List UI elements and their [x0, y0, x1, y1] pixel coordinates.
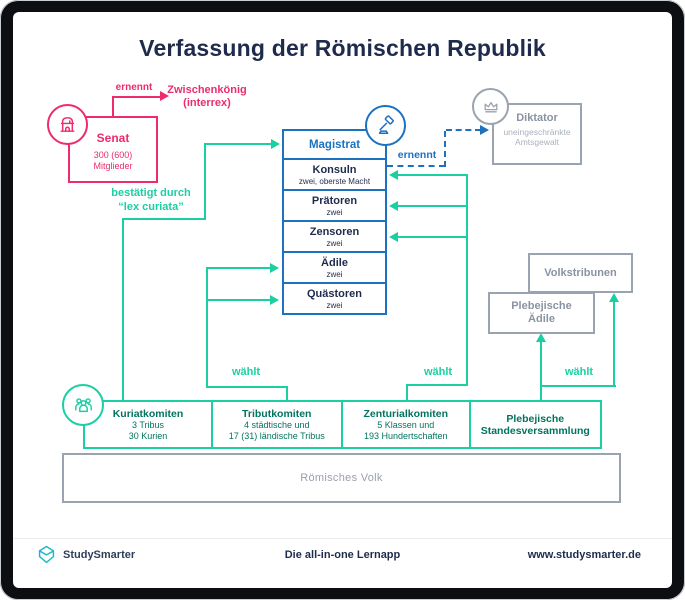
zwischenkoenig-line2: (interrex)	[183, 96, 231, 109]
arrowhead-konsuln	[389, 169, 398, 180]
page-title: Verfassung der Römischen Republik	[139, 35, 546, 61]
connector-tribut	[206, 386, 288, 388]
magistrat-box: Magistrat Konsuln zwei, oberste Macht Pr…	[282, 129, 387, 315]
footer-divider	[13, 538, 672, 539]
magistrat-row-konsuln: Konsuln zwei, oberste Macht	[284, 158, 385, 189]
zwischenkoenig-line1: Zwischenkönig	[167, 84, 247, 96]
arrowhead-aedile	[270, 262, 279, 273]
plebejische-standesversammlung-box: Plebejische Standesversammlung	[468, 400, 602, 449]
connector-kuriat-magistrat	[204, 143, 206, 220]
kuriatkomiten-box: Kuriatkomiten 3 Tribus 30 Kurien	[83, 400, 213, 449]
connector-magistrat-diktator	[446, 129, 481, 131]
connector-senat-interrex	[112, 97, 114, 116]
arrowhead-interrex	[160, 91, 169, 101]
magistrat-row-praetoren: Prätoren zwei	[284, 189, 385, 220]
brand-name: StudySmarter	[63, 548, 136, 561]
volkstribunen-box: Volkstribunen	[528, 253, 633, 293]
footer-tagline: Die all-in-one Lernapp	[284, 549, 401, 561]
connector-kuriat-magistrat	[204, 143, 272, 145]
label-waehlt-tribut: wählt	[231, 366, 261, 378]
connector-standesversammlung	[540, 385, 616, 387]
connector-zenturial-konsuln	[397, 174, 468, 176]
arrowhead-diktator	[480, 124, 489, 135]
magistrat-row-zensoren: Zensoren zwei	[284, 220, 385, 251]
label-ernennt-senat: ernennt	[115, 82, 153, 93]
label-lex-curiata: bestätigt durch “lex curiata”	[111, 187, 191, 213]
roemisches-volk-box: Römisches Volk	[62, 453, 621, 503]
connector-zenturial	[406, 384, 408, 400]
connector-kuriat-magistrat	[122, 218, 206, 220]
tributkomiten-box: Tributkomiten 4 städtische und 17 (31) l…	[210, 400, 343, 449]
arrowhead-magistrat	[271, 139, 280, 149]
connector-zenturial-praetoren	[397, 205, 468, 207]
senat-members: 300 (600) Mitglieder	[93, 150, 133, 171]
magistrat-row-aedile: Ädile zwei	[284, 251, 385, 282]
connector-zenturial	[466, 174, 468, 386]
connector-standesversammlung	[613, 300, 615, 386]
label-ernennt-diktator: ernennt	[397, 149, 437, 161]
studysmarter-brand[interactable]: StudySmarter	[36, 544, 135, 565]
arrowhead-pleb-aedile	[535, 333, 546, 342]
label-waehlt-standesversammlung: wählt	[564, 366, 594, 378]
connector-zenturial	[406, 384, 468, 386]
arrowhead-zensoren	[389, 231, 398, 242]
arrowhead-quaestoren	[270, 294, 279, 305]
arrowhead-volkstribunen	[608, 293, 619, 302]
connector-tribut	[286, 386, 288, 400]
zenturialkomiten-box: Zenturialkomiten 5 Klassen und 193 Hunde…	[340, 400, 471, 449]
connector-senat-interrex	[112, 96, 161, 98]
label-zwischenkoenig: Zwischenkönig (interrex)	[160, 84, 254, 109]
connector-magistrat-diktator	[444, 131, 446, 167]
connector-kuriat-magistrat	[122, 218, 124, 400]
gavel-icon	[365, 105, 406, 146]
magistrat-row-quaestoren: Quästoren zwei	[284, 282, 385, 313]
diktator-description: uneingeschränkte Amtsgewalt	[503, 127, 571, 147]
temple-icon	[47, 104, 88, 145]
senat-title: Senat	[96, 131, 130, 145]
people-icon	[62, 384, 104, 426]
connector-magistrat-diktator	[387, 165, 445, 167]
connector-standesversammlung	[540, 341, 542, 401]
connector-tribut-aedile	[206, 267, 271, 269]
crown-icon	[472, 88, 509, 125]
connector-tribut-quaestoren	[206, 299, 271, 301]
label-waehlt-zenturial: wählt	[423, 366, 453, 378]
plebejische-aedile-box: Plebejische Ädile	[488, 292, 595, 334]
connector-tribut	[206, 267, 208, 388]
connector-zenturial-zensoren	[397, 236, 468, 238]
magistrat-header: Magistrat	[308, 138, 361, 151]
studysmarter-gem-icon	[36, 544, 57, 565]
footer-website-link[interactable]: www.studysmarter.de	[527, 549, 641, 561]
arrowhead-praetoren	[389, 200, 398, 211]
